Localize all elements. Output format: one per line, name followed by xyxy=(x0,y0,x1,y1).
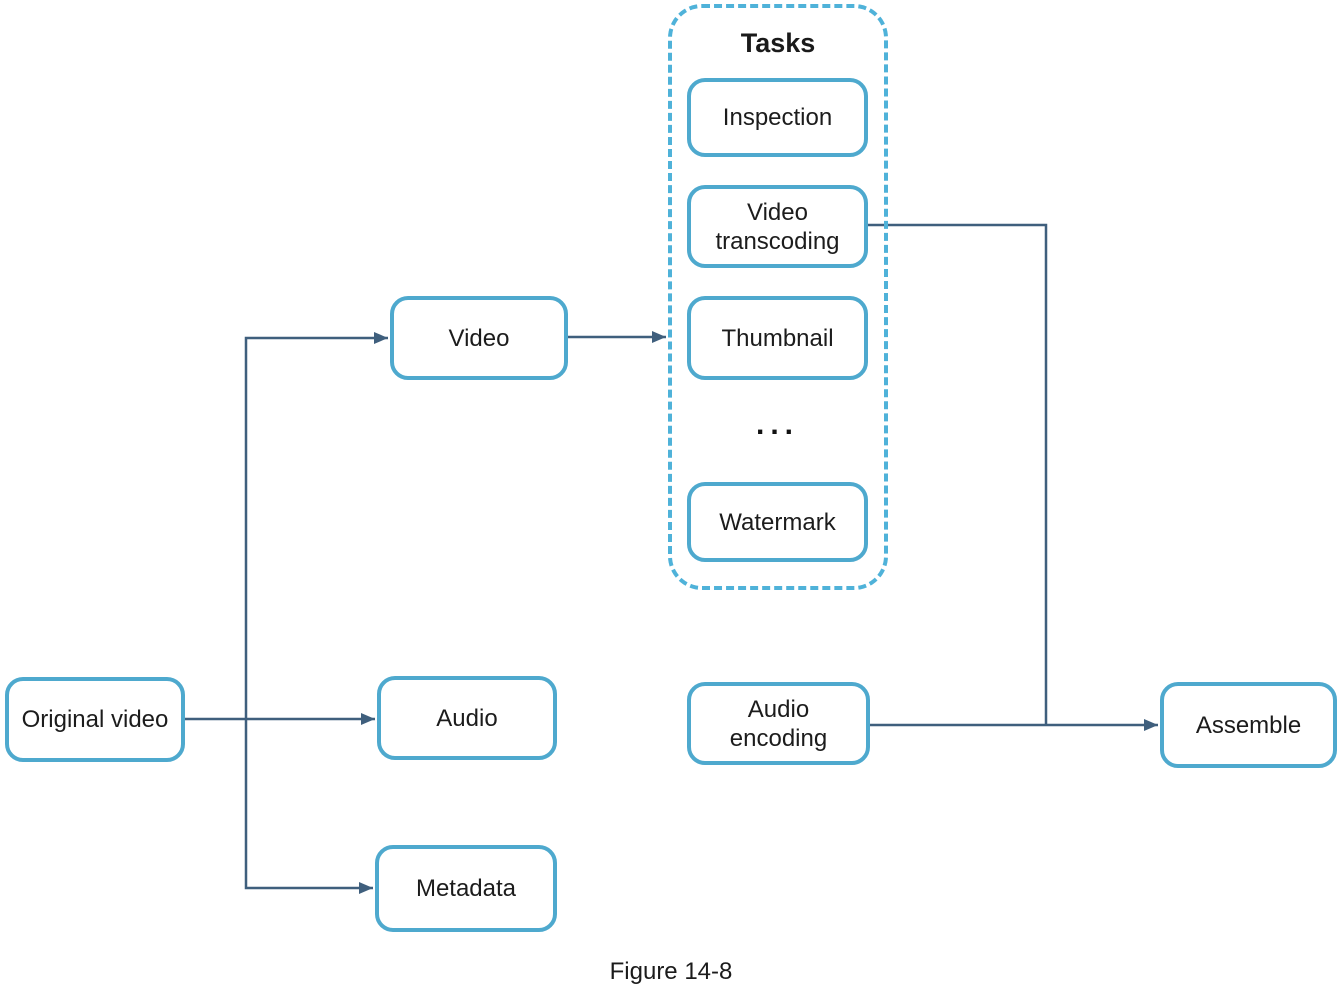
node-watermark-label: Watermark xyxy=(719,508,836,536)
figure-caption: Figure 14-8 xyxy=(609,958,733,985)
node-audio-encoding: Audio encoding xyxy=(687,682,870,765)
node-original-video-label: Original video xyxy=(21,706,169,733)
node-assemble: Assemble xyxy=(1160,682,1337,768)
node-audio-label: Audio xyxy=(436,704,498,732)
node-video: Video xyxy=(390,296,568,380)
node-audio-encoding-label: Audio encoding xyxy=(729,695,828,752)
node-thumbnail-label: Thumbnail xyxy=(721,324,834,352)
node-video-transcoding: Video transcoding xyxy=(687,185,868,268)
node-video-transcoding-label: Video transcoding xyxy=(715,198,840,255)
node-metadata: Metadata xyxy=(375,845,557,932)
node-inspection-label: Inspection xyxy=(722,104,833,131)
edge-original-video-to-metadata xyxy=(244,719,373,894)
tasks-group-title: Tasks xyxy=(740,28,816,58)
node-video-label: Video xyxy=(448,324,510,352)
node-watermark: Watermark xyxy=(687,482,868,562)
node-original-video: Original video xyxy=(5,677,185,762)
edge-original-video-to-video xyxy=(244,332,388,719)
edge-video-transcoding-to-assemble xyxy=(868,223,1048,725)
node-inspection: Inspection xyxy=(687,78,868,157)
tasks-ellipsis-label: ... xyxy=(755,408,799,441)
node-assemble-label: Assemble xyxy=(1195,711,1302,739)
node-metadata-label: Metadata xyxy=(415,875,517,902)
node-audio: Audio xyxy=(377,676,557,760)
tasks-ellipsis: ... xyxy=(687,408,868,448)
node-thumbnail: Thumbnail xyxy=(687,296,868,380)
tasks-group-container: Tasks xyxy=(668,4,888,590)
